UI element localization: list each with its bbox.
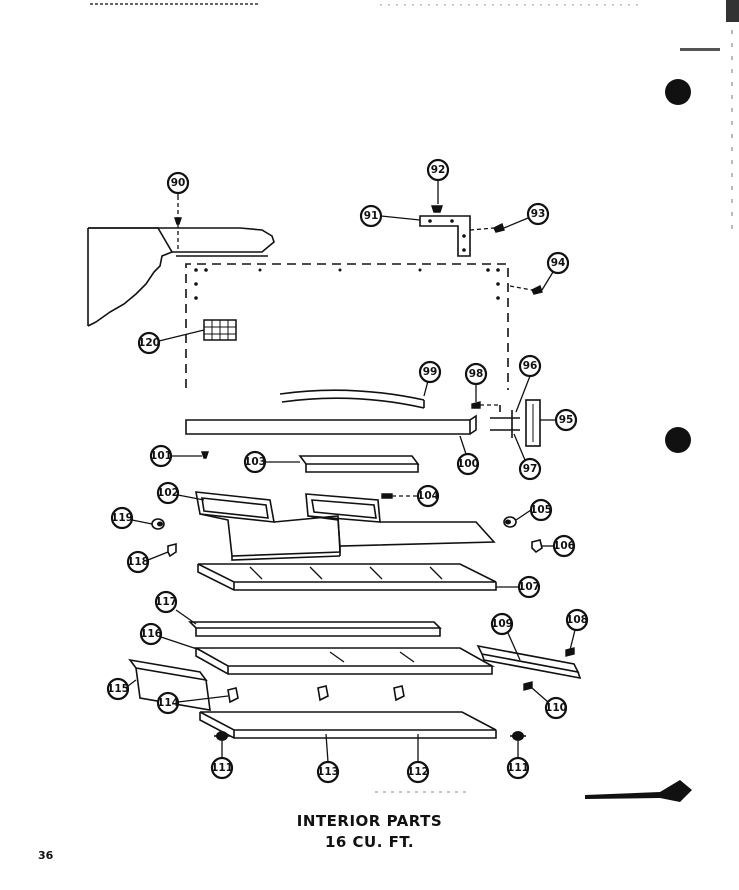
rail-part-100 [185,414,477,459]
callout-91: 91 [359,204,383,228]
leader-lines [127,180,576,763]
svg-text:91: 91 [364,210,379,222]
callout-103: 103 [243,450,267,474]
callout-109: 109 [490,612,514,636]
glass-shelf-107 [197,563,497,591]
callout-117: 117 [154,590,178,614]
svg-text:119: 119 [111,512,133,524]
right-trim-109 [476,644,582,691]
curved-trim-part [279,389,425,409]
callout-106: 106 [552,534,576,558]
svg-text:105: 105 [530,504,552,516]
svg-text:114: 114 [157,697,179,709]
svg-text:93: 93 [531,208,546,220]
callout-98: 98 [464,362,488,386]
callout-113: 113 [316,760,340,784]
svg-text:120: 120 [138,337,160,349]
callout-90: 90 [166,171,190,195]
svg-text:112: 112 [407,766,429,778]
svg-text:94: 94 [551,257,566,269]
callout-105: 105 [529,498,553,522]
page-number: 36 [38,849,54,862]
svg-text:117: 117 [155,596,177,608]
callout-119: 119 [110,506,134,530]
callout-110: 110 [544,696,568,720]
svg-text:96: 96 [523,360,538,372]
callout-93: 93 [526,202,550,226]
channel-part-117 [188,621,442,637]
callout-120: 120 [137,331,161,355]
svg-text:107: 107 [518,581,540,593]
bottom-shelf [199,711,497,739]
svg-text:101: 101 [150,450,172,462]
callout-118: 118 [126,550,150,574]
callout-99: 99 [418,360,442,384]
svg-text:95: 95 [559,414,574,426]
scan-artifacts [90,0,739,802]
roller-feet [214,731,526,741]
svg-text:110: 110 [545,702,567,714]
svg-text:92: 92 [431,164,446,176]
callout-111-left: 111 [210,756,234,780]
svg-text:113: 113 [317,766,339,778]
svg-text:103: 103 [244,456,266,468]
svg-text:90: 90 [171,177,186,189]
callout-108: 108 [565,608,589,632]
callout-92: 92 [426,158,450,182]
svg-text:118: 118 [127,556,149,568]
svg-text:111: 111 [211,762,233,774]
svg-text:104: 104 [417,490,439,502]
callout-116: 116 [139,622,163,646]
svg-text:109: 109 [491,618,513,630]
callout-96: 96 [518,354,542,378]
svg-text:111: 111 [507,762,529,774]
svg-text:116: 116 [140,628,162,640]
hinge-part [471,399,541,447]
channel-part-103 [298,455,420,473]
callout-94: 94 [546,251,570,275]
callout-115: 115 [106,677,130,701]
callout-100: 100 [456,452,480,476]
svg-text:98: 98 [469,368,484,380]
svg-text:106: 106 [553,540,575,552]
small-clips [151,516,543,558]
callout-111-right: 111 [506,756,530,780]
callout-101: 101 [149,444,173,468]
svg-text:115: 115 [107,683,129,695]
callout-102: 102 [156,481,180,505]
shelf-116 [192,647,496,675]
callout-112: 112 [406,760,430,784]
caption-subtitle: 16 CU. FT. [324,833,415,851]
bracket-part [419,205,543,295]
wire-shelf-frame [195,491,496,561]
liner-outline [185,263,509,390]
callout-95: 95 [554,408,578,432]
grille-part [203,319,237,341]
svg-text:102: 102 [157,487,179,499]
caption-title: INTERIOR PARTS [296,812,443,830]
svg-text:97: 97 [523,463,538,475]
shelf-clips [227,685,405,704]
callout-114: 114 [156,691,180,715]
callout-97: 97 [518,457,542,481]
callout-104: 104 [416,484,440,508]
svg-text:100: 100 [457,458,479,470]
svg-text:99: 99 [423,366,438,378]
callout-107: 107 [517,575,541,599]
svg-text:108: 108 [566,614,588,626]
cabinet-top-section [87,196,275,327]
